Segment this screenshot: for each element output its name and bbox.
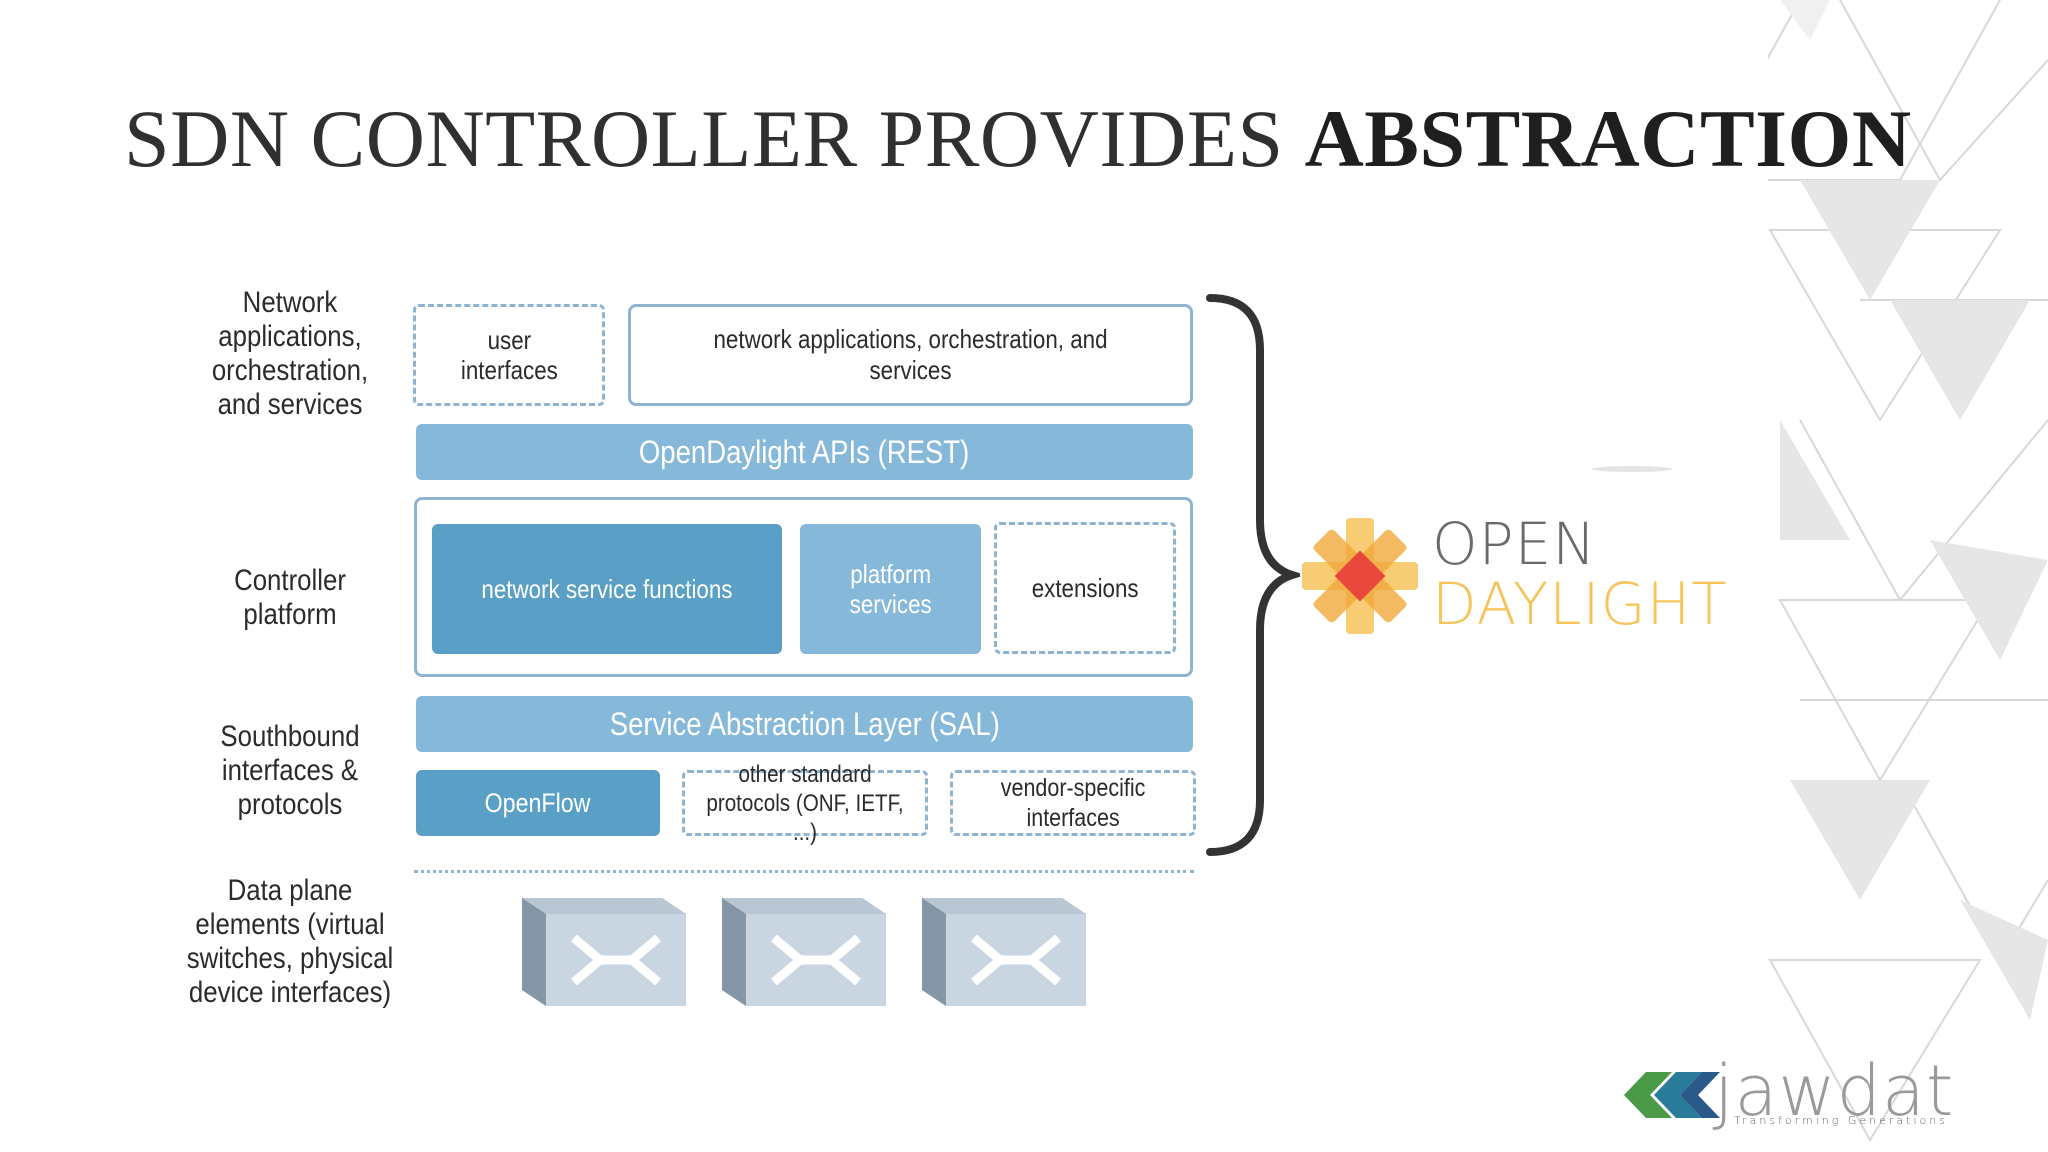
jawdat-logo-icon — [1624, 1072, 1720, 1118]
label-network-applications: Network applications, orchestration, and… — [211, 286, 369, 421]
switch-icon — [522, 898, 686, 1006]
label-data-plane-elements: Data plane elements (virtual switches, p… — [186, 874, 394, 1009]
curly-brace-icon — [1206, 294, 1300, 856]
label-controller-platform: Controller platform — [234, 564, 346, 631]
switch-icon — [922, 898, 1086, 1006]
network-service-functions-box: network service functions — [432, 524, 782, 654]
label-southbound-interfaces: Southbound interfaces & protocols — [220, 720, 360, 821]
service-abstraction-layer-bar: Service Abstraction Layer (SAL) — [416, 696, 1193, 752]
opendaylight-logo-icon — [1302, 518, 1418, 634]
switch-icon — [722, 898, 886, 1006]
data-plane-separator — [414, 870, 1194, 873]
openflow-box: OpenFlow — [416, 770, 660, 836]
jawdat-logo-tagline: Transforming Generations — [1734, 1114, 1948, 1127]
jawdat-logo-name: jawdat — [1714, 1050, 1955, 1132]
logo-shadow — [1592, 466, 1672, 472]
opendaylight-logo-daylight: DAYLIGHT — [1432, 570, 1728, 638]
extensions-box: extensions — [994, 522, 1176, 654]
slide-title: SDN CONTROLLER PROVIDES ABSTRACTION — [124, 93, 1912, 184]
opendaylight-apis-bar: OpenDaylight APIs (REST) — [416, 424, 1193, 480]
network-applications-box: network applications, orchestration, and… — [628, 304, 1193, 406]
opendaylight-logo-open: OPEN — [1432, 510, 1597, 578]
